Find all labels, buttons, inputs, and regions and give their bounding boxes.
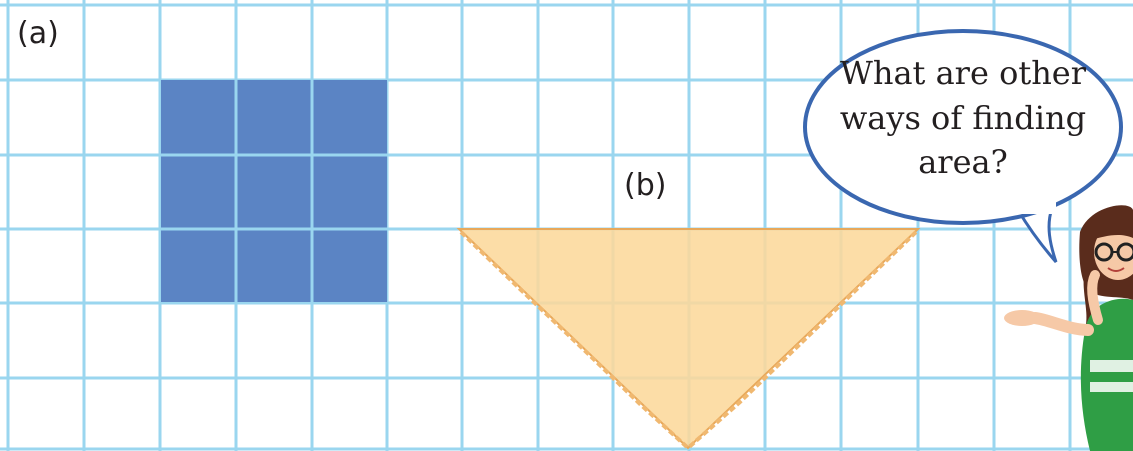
figure-a: (a) [17, 16, 387, 302]
bubble-line-2: ways of finding [840, 99, 1086, 137]
square-shape [161, 80, 387, 302]
speech-bubble-body [803, 29, 1123, 225]
figure-b: (b) [456, 168, 921, 450]
triangle-shape [456, 228, 921, 450]
bubble-line-3: area? [918, 143, 1008, 181]
figure-b-label: (b) [624, 168, 666, 203]
girl-character-illustration [1004, 205, 1133, 451]
speech-bubble: What are other ways of finding area? [803, 29, 1123, 263]
figure-a-label: (a) [17, 16, 59, 51]
bubble-line-1: What are other [840, 54, 1087, 92]
speech-bubble-tail [1015, 206, 1058, 263]
square-inner-gridlines [161, 80, 387, 302]
triangle-edge-left [459, 230, 690, 450]
triangle-edge-right [686, 230, 918, 450]
